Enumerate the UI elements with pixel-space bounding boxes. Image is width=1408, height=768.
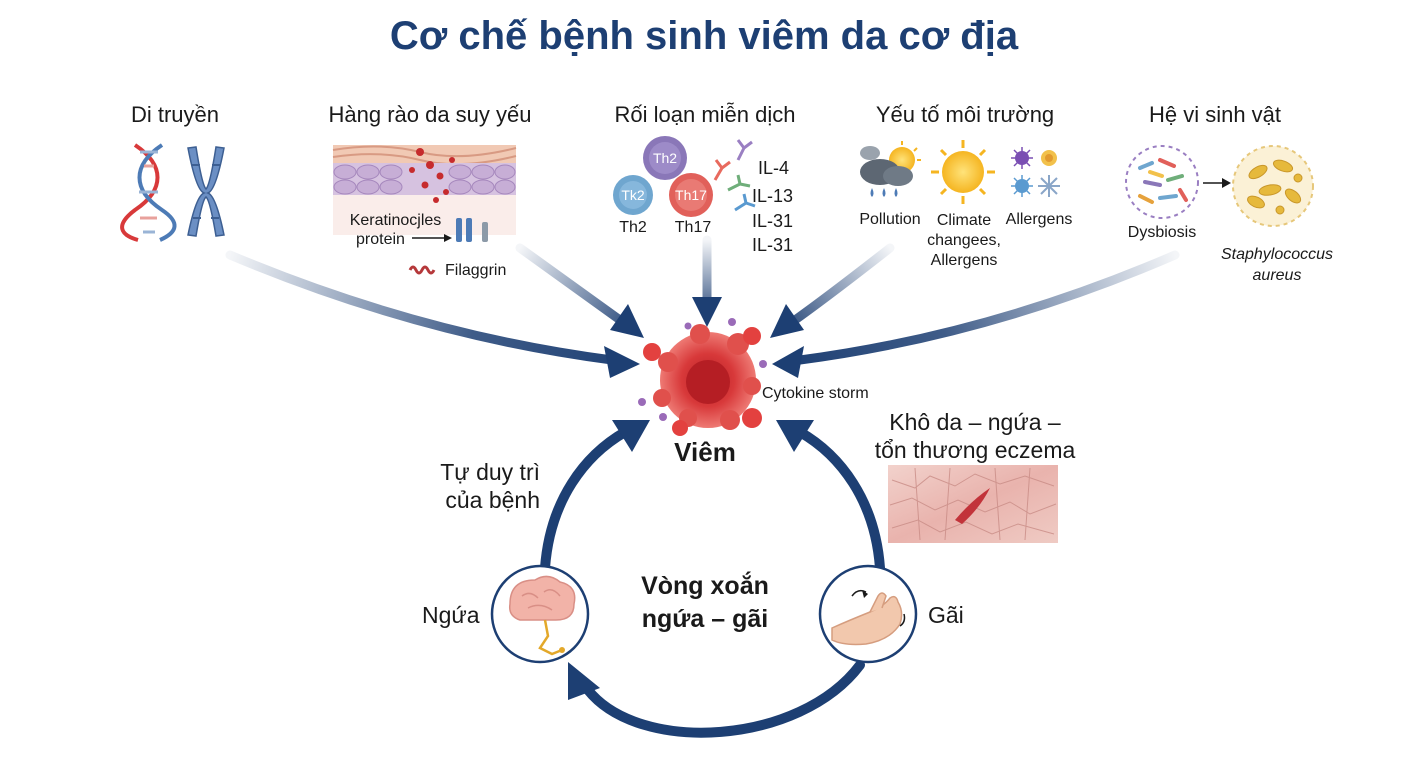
il-31-label: IL-31 bbox=[752, 211, 794, 231]
factor-immune-title: Rối loạn miễn dịch bbox=[614, 102, 796, 127]
self-sustain-label: Tự duy trì của bệnh bbox=[420, 458, 540, 514]
factor-barrier-title: Hàng rào da suy yếu bbox=[328, 102, 532, 127]
factor-microbiome-title: Hệ vi sinh vật bbox=[1148, 102, 1282, 127]
cycle-arrowhead-left bbox=[612, 420, 650, 452]
staph-aureus-icon bbox=[1232, 145, 1314, 227]
factor-arrows bbox=[225, 235, 1180, 378]
th17-label: Th17 bbox=[674, 219, 712, 236]
cycle-arrowhead-bottom bbox=[568, 662, 600, 700]
pollution-label: Pollution bbox=[859, 211, 921, 228]
th2-left-cell-label: Tk2 bbox=[621, 187, 645, 203]
climate-line3: Allergens bbox=[930, 252, 998, 269]
satellite-cell bbox=[743, 327, 761, 345]
satellite-cell bbox=[659, 413, 667, 421]
dry-skin-label: Khô da – ngứa – tổn thương eczema bbox=[860, 408, 1090, 464]
satellite-cell bbox=[728, 318, 736, 326]
keratinocytes-label: Keratinocjles bbox=[349, 212, 442, 229]
staph-line2: aureus bbox=[1252, 267, 1302, 284]
cycle-title: Vòng xoắn ngứa – gãi bbox=[610, 570, 800, 636]
microbiome-icons bbox=[1125, 145, 1314, 227]
th2-top-cell-label: Th2 bbox=[652, 150, 678, 166]
protein-label-text: protein bbox=[356, 231, 405, 248]
arrowhead-barrier bbox=[610, 304, 644, 338]
factor-genetics-title: Di truyền bbox=[130, 102, 220, 127]
cycle-arc-left bbox=[540, 427, 630, 573]
cycle-arc-right bbox=[795, 427, 885, 573]
arrowhead-genetics bbox=[604, 346, 640, 378]
dysbiosis-icon bbox=[1125, 145, 1199, 219]
allergen-icon bbox=[1011, 147, 1060, 197]
arrowhead-microbiome bbox=[772, 346, 804, 378]
arrow-environment bbox=[790, 243, 895, 325]
arrowhead-immune bbox=[692, 297, 722, 327]
il-31-label-2: IL-31 bbox=[752, 235, 794, 255]
chromosome-icon bbox=[187, 146, 225, 237]
satellite-cell bbox=[742, 408, 762, 428]
arrowhead-environment bbox=[770, 304, 804, 338]
immune-cells bbox=[613, 136, 756, 217]
environment-icons bbox=[860, 140, 1060, 204]
receptor-icon bbox=[456, 218, 488, 242]
skin-barrier-illustration bbox=[332, 145, 517, 275]
itch-label: Ngứa bbox=[422, 602, 480, 628]
arrow-genetics bbox=[225, 250, 617, 365]
climate-line1: Climate bbox=[936, 212, 992, 229]
satellite-cell bbox=[638, 398, 646, 406]
satellite-cell bbox=[672, 420, 688, 436]
brain-nerve-icon bbox=[490, 564, 590, 664]
cycle-arc-bottom bbox=[583, 660, 865, 738]
staph-label: Staphylococcus aureus bbox=[1215, 244, 1339, 286]
scratching-hand-icon bbox=[818, 564, 918, 664]
cycle-title-line1: Vòng xoắn bbox=[641, 572, 769, 600]
cycle-arrowhead-right bbox=[776, 420, 814, 452]
il-4-label: IL-4 bbox=[758, 158, 790, 178]
dysbiosis-label: Dysbiosis bbox=[1127, 224, 1197, 241]
inflammation-cluster bbox=[638, 318, 767, 436]
dna-icon bbox=[120, 143, 177, 242]
satellite-cell bbox=[643, 343, 661, 361]
sun-icon bbox=[931, 140, 995, 204]
climate-line2: changees, bbox=[927, 232, 1001, 249]
th2-label: Th2 bbox=[619, 219, 647, 236]
eczema-skin-image bbox=[888, 465, 1058, 543]
satellite-cell bbox=[684, 322, 692, 330]
cycle-title-line2: ngứa – gãi bbox=[641, 605, 769, 633]
cytokine-storm-label: Cytokine storm bbox=[762, 385, 869, 402]
satellite-cell bbox=[759, 360, 767, 368]
weather-icon bbox=[860, 141, 921, 197]
diagram-title: Cơ chế bệnh sinh viêm da cơ địa bbox=[389, 14, 1019, 58]
itch-scratch-cycle bbox=[540, 420, 885, 738]
self-sustain-line1: Tự duy trì bbox=[440, 459, 540, 485]
staph-line1: Staphylococcus bbox=[1220, 246, 1334, 263]
scratch-label: Gãi bbox=[928, 602, 964, 628]
inflammation-label: Viêm bbox=[674, 437, 736, 467]
dry-skin-line2: tổn thương eczema bbox=[874, 437, 1076, 463]
dry-skin-line1: Khô da – ngứa – bbox=[889, 409, 1061, 435]
factor-environment-title: Yếu tố môi trường bbox=[875, 102, 1055, 127]
allergens-label: Allergens bbox=[1005, 211, 1073, 228]
antibody-icon bbox=[713, 139, 756, 212]
self-sustain-line2: của bệnh bbox=[445, 487, 540, 513]
filaggrin-label: Filaggrin bbox=[445, 262, 507, 279]
th17-cell-label: Th17 bbox=[675, 187, 707, 203]
climate-label: Climate changees, Allergens bbox=[924, 211, 1004, 271]
arrow-microbiome bbox=[795, 250, 1180, 365]
il-13-label: IL-13 bbox=[752, 186, 794, 206]
filaggrin-icon bbox=[408, 265, 436, 275]
arrow-barrier bbox=[515, 243, 625, 325]
